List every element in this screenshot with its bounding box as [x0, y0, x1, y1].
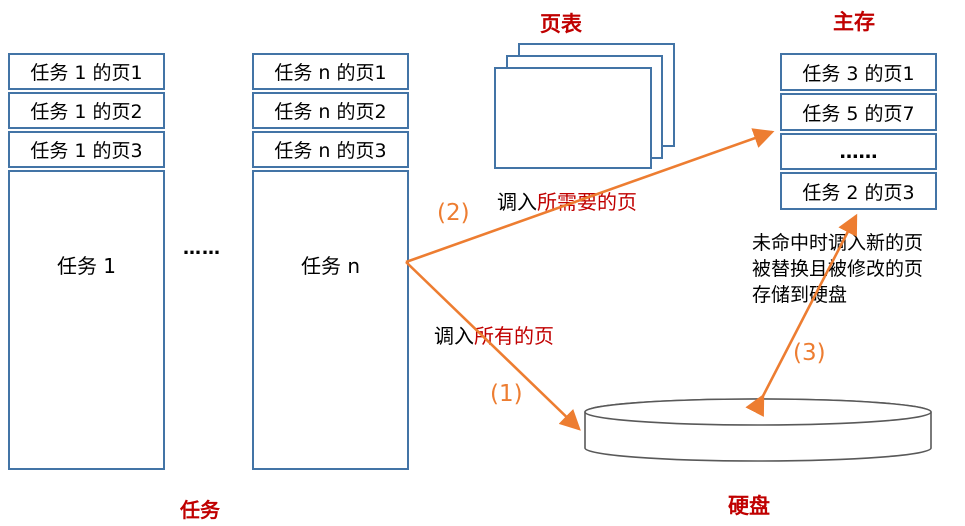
miss-note-line2: 被替换且被修改的页: [752, 258, 924, 280]
load-all-prefix: 调入: [434, 324, 474, 348]
load-needed-red: 所需要的页: [537, 190, 637, 214]
task1-page-row: 任务 1 的页2: [8, 92, 165, 129]
miss-note-line3: 存储到硬盘: [752, 284, 848, 306]
taskn-page-row: 任务 n 的页3: [252, 131, 409, 168]
arrow2-label: (2): [437, 200, 470, 226]
main-memory-row: 任务 5 的页7: [780, 93, 937, 131]
task1-label: 任务 1: [56, 254, 117, 278]
taskn-page-row: 任务 n 的页2: [252, 92, 409, 129]
miss-note-line1: 未命中时调入新的页: [752, 232, 924, 254]
taskn-page-row: 任务 n 的页1: [252, 53, 409, 90]
miss-note: 未命中时调入新的页 被替换且被修改的页 存储到硬盘: [752, 230, 923, 308]
main-memory-title: 主存: [833, 10, 875, 34]
load-needed-pages-label: 调入所需要的页: [497, 186, 637, 215]
main-memory-row-ellipsis: ……: [780, 133, 937, 170]
taskn-label: 任务 n: [300, 254, 361, 278]
tasks-caption: 任务: [180, 498, 220, 522]
page-table-title: 页表: [540, 12, 582, 36]
arrow3-label: (3): [793, 340, 826, 366]
arrow1-label: (1): [490, 381, 523, 407]
disk-caption: 硬盘: [728, 494, 770, 518]
main-memory-row: 任务 3 的页1: [780, 53, 937, 91]
load-all-red: 所有的页: [474, 324, 554, 348]
tasks-ellipsis: ……: [183, 238, 221, 259]
task1-page-row: 任务 1 的页1: [8, 53, 165, 90]
task1-page-row: 任务 1 的页3: [8, 131, 165, 168]
load-needed-prefix: 调入: [497, 190, 537, 214]
main-memory-row: 任务 2 的页3: [780, 172, 937, 210]
taskn-body-box: 任务 n: [252, 170, 409, 470]
task1-body-box: 任务 1: [8, 170, 165, 470]
load-all-pages-label: 调入所有的页: [434, 320, 554, 349]
page-table-sheet-front: [494, 67, 652, 169]
